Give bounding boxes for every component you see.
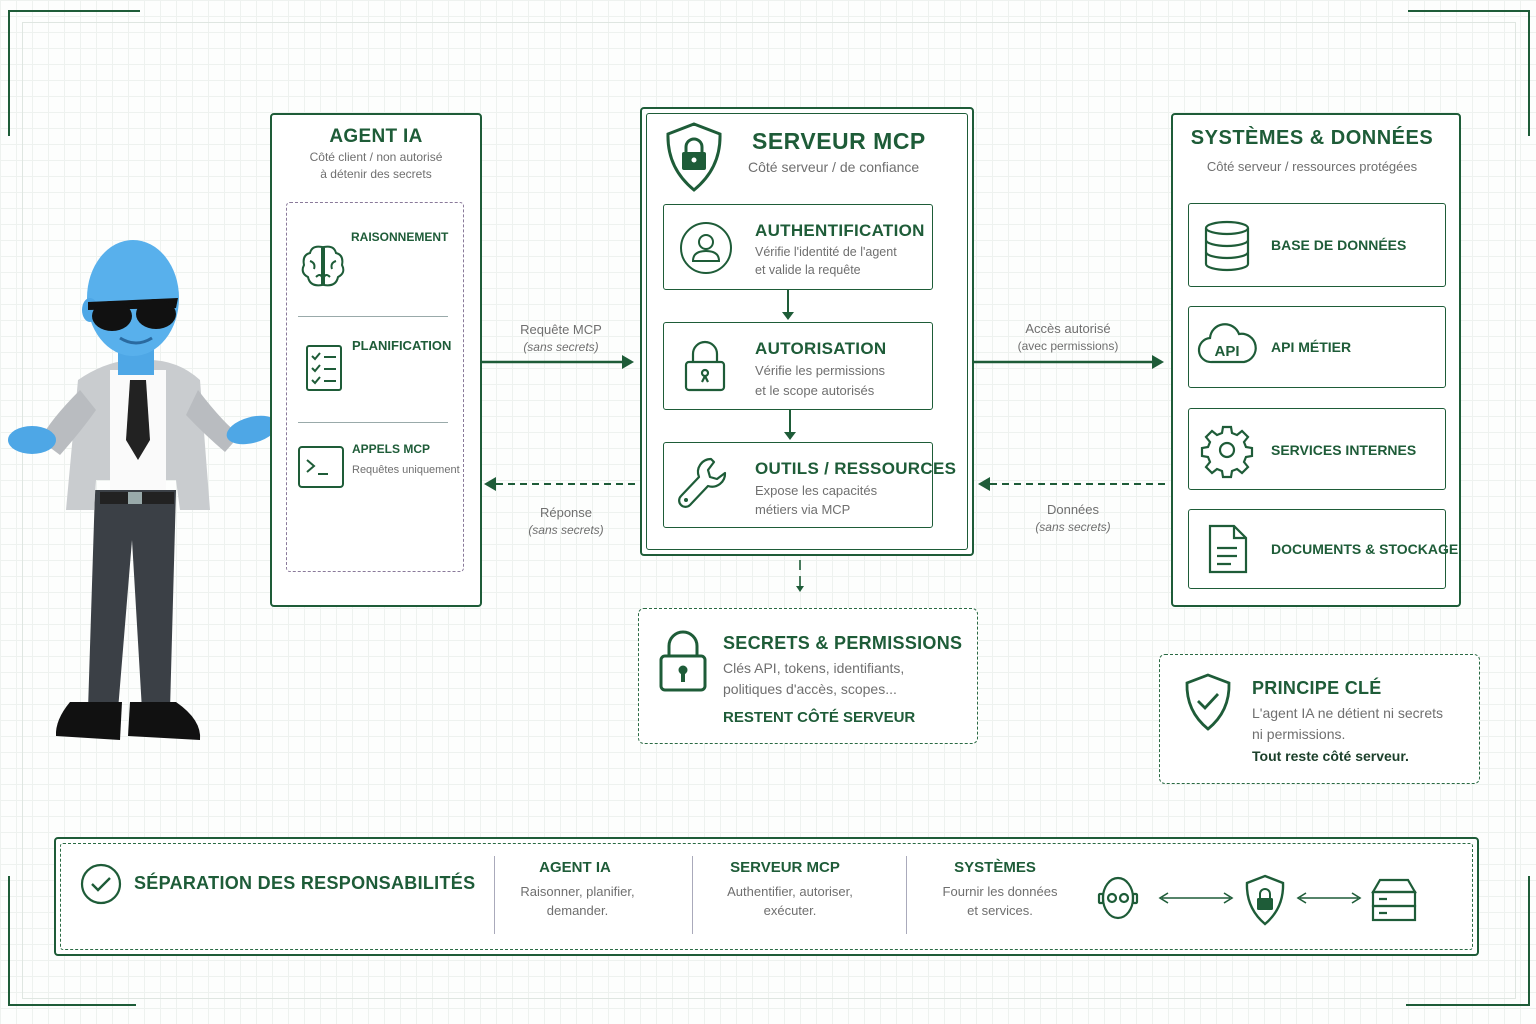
corner-frame-bottom-left (8, 876, 136, 1006)
serveur-mcp-subtitle: Côté serveur / de confiance (748, 159, 920, 175)
separation-inner-border (60, 843, 1473, 950)
footer-divider-2 (692, 856, 693, 934)
agent-capabilities-area (286, 202, 464, 572)
step-authz-line2: et le scope autorisés (755, 383, 875, 398)
principe-title: PRINCIPE CLÉ (1252, 678, 1382, 698)
user-icon (680, 222, 732, 274)
gear-icon (1200, 425, 1254, 479)
arrow-data-note: (sans secrets) (1035, 520, 1111, 534)
api-icon-text: API (1214, 343, 1239, 360)
robot-icon (1097, 876, 1139, 920)
step-auth-title: AUTHENTIFICATION (755, 221, 925, 240)
footer-divider-1 (494, 856, 495, 934)
step-auth-line2: et valide la requête (755, 263, 861, 277)
agent-divider-1 (298, 316, 448, 317)
padlock-icon (659, 630, 707, 692)
step-tools-title: OUTILS / RESSOURCES (755, 459, 957, 478)
corner-frame-bottom-right (1406, 876, 1530, 1006)
agent-ia-subtitle-2: à détenir des secrets (320, 167, 432, 181)
agent-item-raisonnement: RAISONNEMENT (351, 230, 449, 244)
systemes-subtitle: Côté serveur / ressources protégées (1206, 159, 1418, 174)
secrets-title: SECRETS & PERMISSIONS (723, 633, 963, 653)
footer-col-agent-line1: Raisonner, planifier, (520, 884, 635, 899)
frame-line-top (22, 22, 1516, 999)
agent-ia-panel (270, 113, 482, 607)
arrow-access-label: Accès autorisé (1025, 321, 1111, 336)
arrow-data-label: Données (1046, 502, 1100, 517)
system-label-database: BASE DE DONNÉES (1271, 237, 1407, 253)
step-tools-line1: Expose les capacités (755, 483, 878, 498)
bidirectional-arrow-2 (1296, 892, 1362, 904)
footer-col-agent-line2: demander. (546, 903, 609, 918)
footer-col-server-line1: Authentifier, autoriser, (727, 884, 853, 899)
shield-lock-icon (666, 122, 722, 192)
step-authentification (663, 204, 933, 290)
footer-col-systems-title: SYSTÈMES (954, 859, 1036, 876)
footer-divider-3 (906, 856, 907, 934)
shield-lock-icon (1245, 874, 1285, 926)
terminal-icon (298, 446, 344, 488)
agent-item-appels-detail: Requêtes uniquement (352, 464, 460, 476)
checklist-icon (306, 345, 342, 391)
footer-title: SÉPARATION DES RESPONSABILITÉS (134, 873, 476, 893)
api-cloud-icon: API (1197, 323, 1257, 364)
arrow-access-note: (avec permissions) (1017, 339, 1119, 353)
systemes-title: SYSTÈMES & DONNÉES (1190, 127, 1434, 149)
agent-item-appels-mcp: APPELS MCP (352, 442, 431, 456)
document-icon (1208, 524, 1248, 574)
step-authz-line1: Vérifie les permissions (755, 363, 886, 378)
arrow-response-note: (sans secrets) (528, 523, 604, 537)
footer-col-server-line2: exécuter. (763, 903, 817, 918)
serveur-mcp-title: SERVEUR MCP (752, 128, 926, 154)
corner-frame-top-right (1408, 10, 1530, 136)
agent-ia-subtitle-1: Côté client / non autorisé (309, 150, 443, 164)
step-authz-title: AUTORISATION (755, 339, 887, 358)
principe-line1: L'agent IA ne détient ni secrets (1252, 705, 1444, 721)
footer-col-systems-line2: et services. (967, 903, 1033, 918)
arrow-request (482, 355, 634, 369)
step-tools-line2: métiers via MCP (755, 502, 851, 517)
shield-check-icon (1185, 673, 1231, 731)
secrets-emphasis: RESTENT CÔTÉ SERVEUR (723, 709, 916, 726)
agent-ia-title: AGENT IA (329, 126, 423, 147)
arrow-auth-to-authz (782, 290, 794, 320)
arrow-request-note: (sans secrets) (523, 340, 599, 354)
footer-col-server-title: SERVEUR MCP (730, 859, 840, 876)
agent-item-planification: PLANIFICATION (352, 338, 452, 353)
secrets-line1: Clés API, tokens, identifiants, (723, 660, 905, 676)
secrets-permissions-panel (638, 608, 978, 744)
arrow-response (484, 477, 636, 491)
principe-line2: ni permissions. (1252, 726, 1346, 742)
arrow-authz-to-tools (784, 410, 796, 440)
bidirectional-arrow-1 (1158, 892, 1234, 904)
mascot-illustration (8, 240, 278, 740)
system-item-api (1188, 306, 1446, 388)
principe-emphasis: Tout reste côté serveur. (1252, 748, 1409, 764)
padlock-icon (684, 340, 726, 392)
step-autorisation (663, 322, 933, 410)
corner-frame-top-left (8, 10, 140, 136)
server-icon (1371, 878, 1417, 922)
agent-divider-2 (298, 422, 448, 423)
step-auth-line1: Vérifie l'identité de l'agent (755, 245, 897, 259)
serveur-mcp-panel-inner (646, 113, 968, 550)
separation-responsabilites-panel (54, 837, 1479, 956)
footer-col-systems-line1: Fournir les données (942, 884, 1058, 899)
system-label-documents: DOCUMENTS & STOCKAGE (1271, 541, 1459, 557)
arrow-request-label: Requête MCP (520, 322, 602, 337)
system-label-api: API MÉTIER (1271, 339, 1352, 355)
database-icon (1204, 220, 1250, 272)
secrets-line2: politiques d'accès, scopes... (723, 681, 897, 697)
footer-col-agent-title: AGENT IA (539, 859, 611, 876)
wrench-icon (678, 457, 727, 508)
arrow-access (974, 355, 1164, 369)
arrow-data (978, 477, 1170, 491)
brain-icon (301, 245, 345, 287)
arrow-server-to-secrets (796, 560, 804, 592)
system-label-services: SERVICES INTERNES (1271, 442, 1417, 458)
check-circle-icon (80, 863, 122, 905)
arrow-response-label: Réponse (539, 505, 593, 520)
